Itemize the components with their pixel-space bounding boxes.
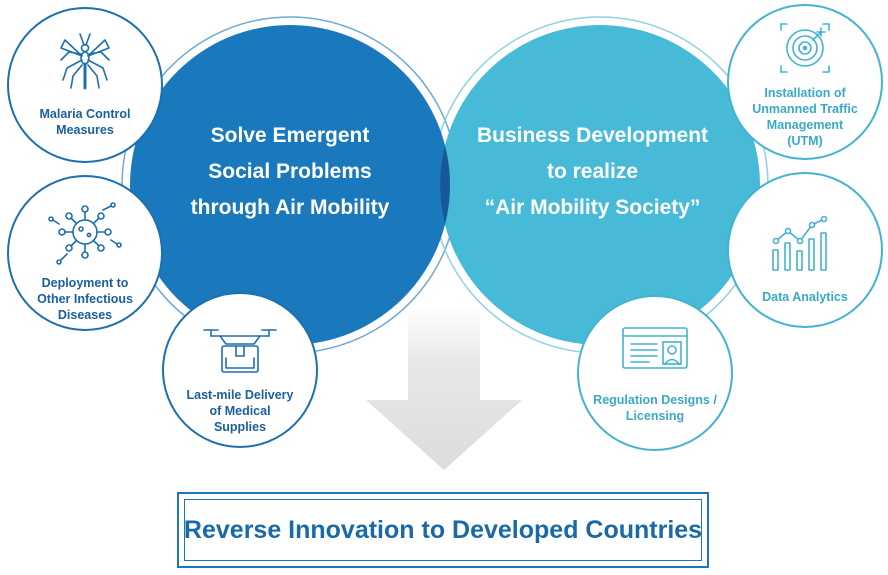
mosquito-icon — [60, 33, 110, 90]
label-line: Other Infectious — [37, 292, 133, 306]
right-circle-line-1: Business Development — [476, 124, 709, 147]
left-satellite-label-2: Deployment to Other Infectious Diseases — [15, 275, 155, 323]
right-satellite-label-3: Regulation Designs / Licensing — [580, 392, 730, 424]
right-satellite-circle-1 — [727, 4, 883, 160]
right-satellite-circle-2 — [727, 172, 883, 328]
left-circle-line-3: through Air Mobility — [190, 196, 390, 219]
right-satellite-label-2: Data Analytics — [735, 289, 875, 305]
right-satellite-label-1: Installation of Unmanned Traffic Managem… — [735, 85, 875, 149]
left-circle — [130, 25, 450, 345]
label-line: Last-mile Delivery — [186, 388, 294, 402]
target-radar-icon — [780, 23, 830, 73]
label-line: of Medical — [209, 404, 271, 418]
id-card-icon — [622, 327, 688, 369]
label-line: Regulation Designs / — [593, 393, 717, 407]
label-line: Diseases — [57, 308, 113, 322]
left-satellite-label-1: Malaria Control Measures — [15, 106, 155, 138]
virus-icon — [48, 202, 122, 265]
label-line: Licensing — [625, 409, 685, 423]
label-line: Supplies — [213, 420, 267, 434]
label-line: Installation of — [764, 86, 846, 100]
left-satellite-circle-3 — [162, 292, 318, 448]
label-line: Unmanned Traffic — [752, 102, 858, 116]
right-circle-text: Business Development to realize “Air Mob… — [455, 118, 730, 226]
outcome-text: Reverse Innovation to Developed Countrie… — [183, 515, 703, 544]
bar-chart-icon — [772, 215, 828, 271]
label-line: Management — [766, 118, 844, 132]
left-satellite-circle-2 — [7, 175, 163, 331]
outcome-inner-frame: Reverse Innovation to Developed Countrie… — [184, 499, 702, 561]
right-circle-line-2: to realize — [546, 160, 639, 183]
label-line: (UTM) — [787, 134, 823, 148]
left-circle-line-2: Social Problems — [208, 160, 372, 183]
label-line: Malaria Control — [39, 107, 131, 121]
label-line: Measures — [56, 123, 114, 137]
drone-icon — [203, 329, 277, 373]
label-line: Deployment to — [41, 276, 129, 290]
label-line: Data Analytics — [762, 290, 848, 304]
down-arrow — [366, 305, 522, 470]
left-circle-line-1: Solve Emergent — [210, 124, 370, 147]
right-circle-line-3: “Air Mobility Society” — [484, 196, 701, 219]
outcome-box: Reverse Innovation to Developed Countrie… — [177, 492, 709, 568]
right-circle — [440, 25, 760, 345]
right-satellite-circle-3 — [577, 295, 733, 451]
left-satellite-label-3: Last-mile Delivery of Medical Supplies — [165, 387, 315, 435]
left-circle-text: Solve Emergent Social Problems through A… — [165, 118, 415, 226]
